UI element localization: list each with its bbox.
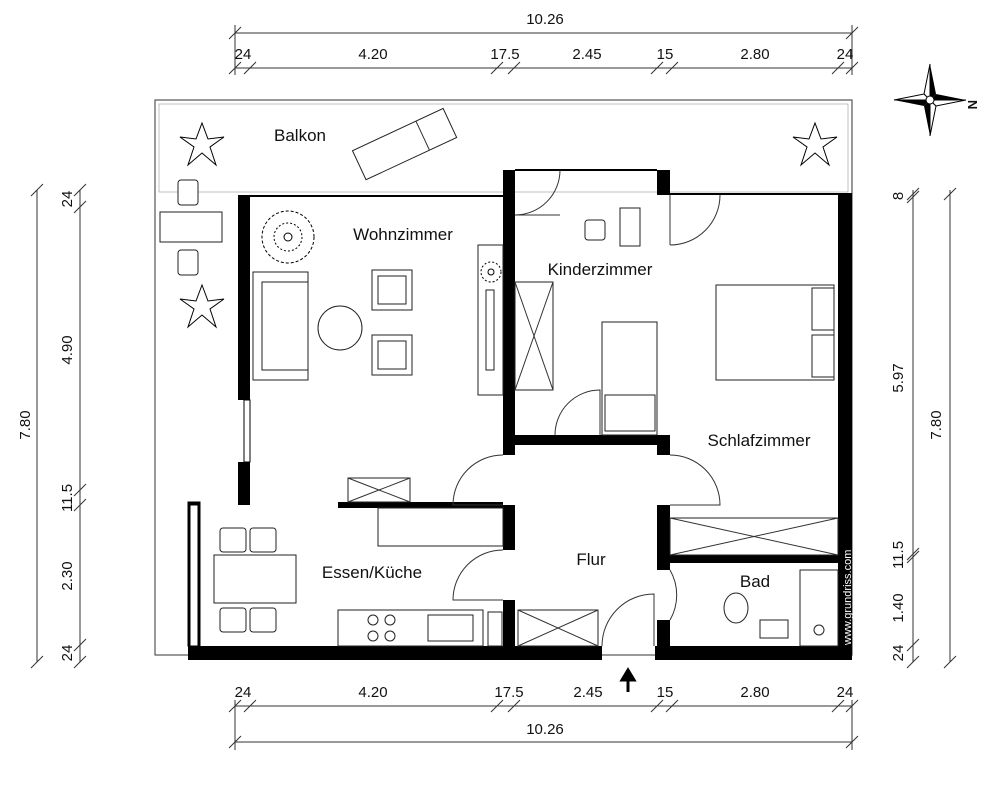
room-label-essen-kueche: Essen/Küche [322,563,422,582]
room-label-kinderzimmer: Kinderzimmer [548,260,653,279]
dim-bottom: 24 [235,684,252,701]
compass-north-label: N [965,100,980,109]
dim-top: 24 [235,46,252,63]
dim-bottom: 2.45 [573,684,602,701]
compass-icon: N [893,63,980,137]
dim-left: 24 [59,191,76,208]
room-label-wohnzimmer: Wohnzimmer [353,225,453,244]
dim-bottom: 4.20 [358,684,387,701]
dim-right: 24 [890,645,907,662]
dim-left: 4.90 [59,335,76,364]
room-label-schlafzimmer: Schlafzimmer [708,431,811,450]
dim-right: 1.40 [890,593,907,622]
dim-right: 11.5 [890,541,907,569]
dim-bottom-total: 10.26 [526,721,564,738]
entrance-arrow-icon [619,667,637,692]
dim-top: 24 [837,46,854,63]
doors [452,169,721,647]
dim-top-total: 10.26 [526,11,564,28]
dim-left-total: 7.80 [17,410,34,439]
dim-top: 2.80 [740,46,769,63]
dim-top: 15 [657,46,674,63]
dim-bottom: 17.5 [494,684,523,701]
dim-bottom: 2.80 [740,684,769,701]
dimension-left: 7.80 24 4.90 11.5 2.30 24 [17,183,87,669]
dim-bottom: 15 [657,684,674,701]
dimension-bottom: 24 4.20 17.5 2.45 15 2.80 24 10.26 [228,684,859,750]
furniture [159,107,839,647]
dim-right: 5.97 [890,363,907,392]
watermark: www.grundriss.com [842,550,854,646]
walls [187,169,852,660]
dim-right: 8 [890,192,907,200]
dim-left: 11.5 [59,484,76,512]
dimension-right: 8 5.97 11.5 1.40 24 7.80 [890,187,957,669]
room-label-balkon: Balkon [274,126,326,145]
dim-right-total: 7.80 [928,410,945,439]
dimension-top: 10.26 24 4.20 17.5 2.45 15 2.80 24 [228,11,859,75]
dim-left: 24 [59,645,76,662]
dim-top: 2.45 [572,46,601,63]
dim-top: 17.5 [490,46,519,63]
room-label-flur: Flur [576,550,606,569]
plant-icons [179,121,838,329]
dim-top: 4.20 [358,46,387,63]
dim-bottom: 24 [837,684,854,701]
room-label-bad: Bad [740,572,770,591]
dim-left: 2.30 [59,561,76,590]
